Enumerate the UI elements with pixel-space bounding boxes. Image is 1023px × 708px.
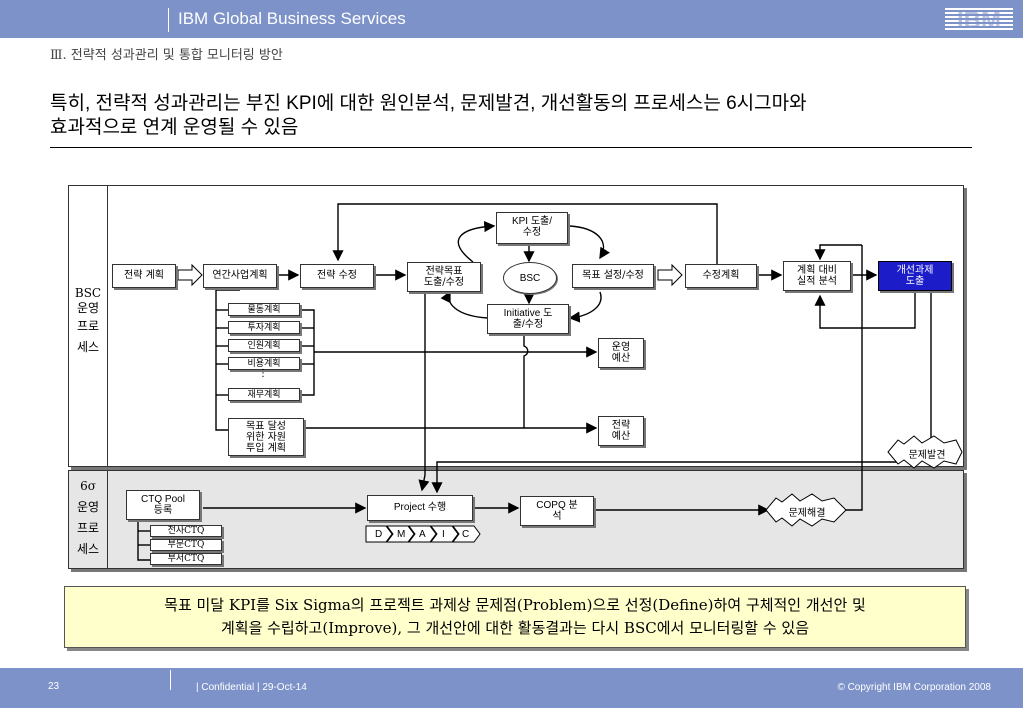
ctq-sub-3: 부서CTQ [150,553,222,565]
headline-rule [50,147,972,148]
sigma-process-panel [68,470,964,569]
sigma-row-divider [107,470,108,569]
phase-c: C [462,529,470,540]
strategy-plan-box: 전략 계획 [112,264,176,288]
footer-separator [170,670,171,690]
logo-text: IBM [957,7,1001,32]
project-box: Project 수행 [367,495,473,521]
sub-plan-5: 재무계획 [228,388,300,401]
page-number: 23 [48,681,60,692]
problem-found-burst [887,435,963,469]
ctq-sub-2: 부문CTQ [150,539,222,551]
footer-bar: 23 | Confidential | 29-Oct-14 © Copyrigh… [0,668,1023,708]
sub-plan-2: 투자계획 [228,321,300,334]
headline-line1: 특히, 전략적 성과관리는 부진 KPI에 대한 원인분석, 문제발견, 개선활… [50,93,807,114]
ibm-logo-icon: IBM [945,7,1013,32]
target-box: 목표 설정/수정 [572,264,654,288]
ctq-sub-1: 전사CTQ [150,525,222,537]
header-bar: IBM Global Business Services IBM [0,0,1023,38]
problem-solved-label: 문제해결 [788,508,826,519]
headline: 특히, 전략적 성과관리는 부진 KPI에 대한 원인분석, 문제발견, 개선활… [50,92,980,140]
sub-plan-3: 인원계획 [228,339,300,352]
section-title: Ⅲ. 전략적 성과관리 및 통합 모니터링 방안 [50,48,283,63]
note-line1: 목표 미달 KPI를 Six Sigma의 프로젝트 과제상 문제점(Probl… [164,596,866,614]
phase-d: D [375,529,383,540]
problem-solved-burst [765,493,847,527]
note-line2: 계획을 수립하고(Improve), 그 개선안에 대한 활동결과는 다시 BS… [220,619,810,637]
bsc-oval: BSC [503,262,557,294]
bsc-row-divider [107,185,108,467]
sub-plan-1: 물동계획 [228,303,300,316]
problem-found-label: 문제발견 [908,450,946,461]
annual-plan-box: 연간사업계획 [203,264,277,288]
sub-plan-4: 비용계획 [228,357,300,370]
strategy-mod-box: 전략 수정 [300,264,374,288]
phase-m: M [397,529,406,540]
header-title: IBM Global Business Services [178,9,406,28]
sub-plan-dots: ⋮ [258,368,268,379]
summary-note: 목표 미달 KPI를 Six Sigma의 프로젝트 과제상 문제점(Probl… [64,586,966,648]
phase-a: A [419,529,426,540]
footer-confidential: | Confidential | 29-Oct-14 [196,682,307,693]
kpi-box: KPI 도출/수정 [496,212,568,244]
sigma-row-label: 6σ 운영 프로 세스 [76,479,100,556]
phase-i: I [442,529,445,540]
footer-copyright: © Copyright IBM Corporation 2008 [837,682,991,693]
headline-line2: 효과적으로 연계 운영될 수 있음 [50,117,299,138]
header-separator [168,8,169,32]
bsc-row-label: BSC 운영 프로 세스 [74,286,102,354]
correction-plan-box: 수정계획 [685,264,757,288]
